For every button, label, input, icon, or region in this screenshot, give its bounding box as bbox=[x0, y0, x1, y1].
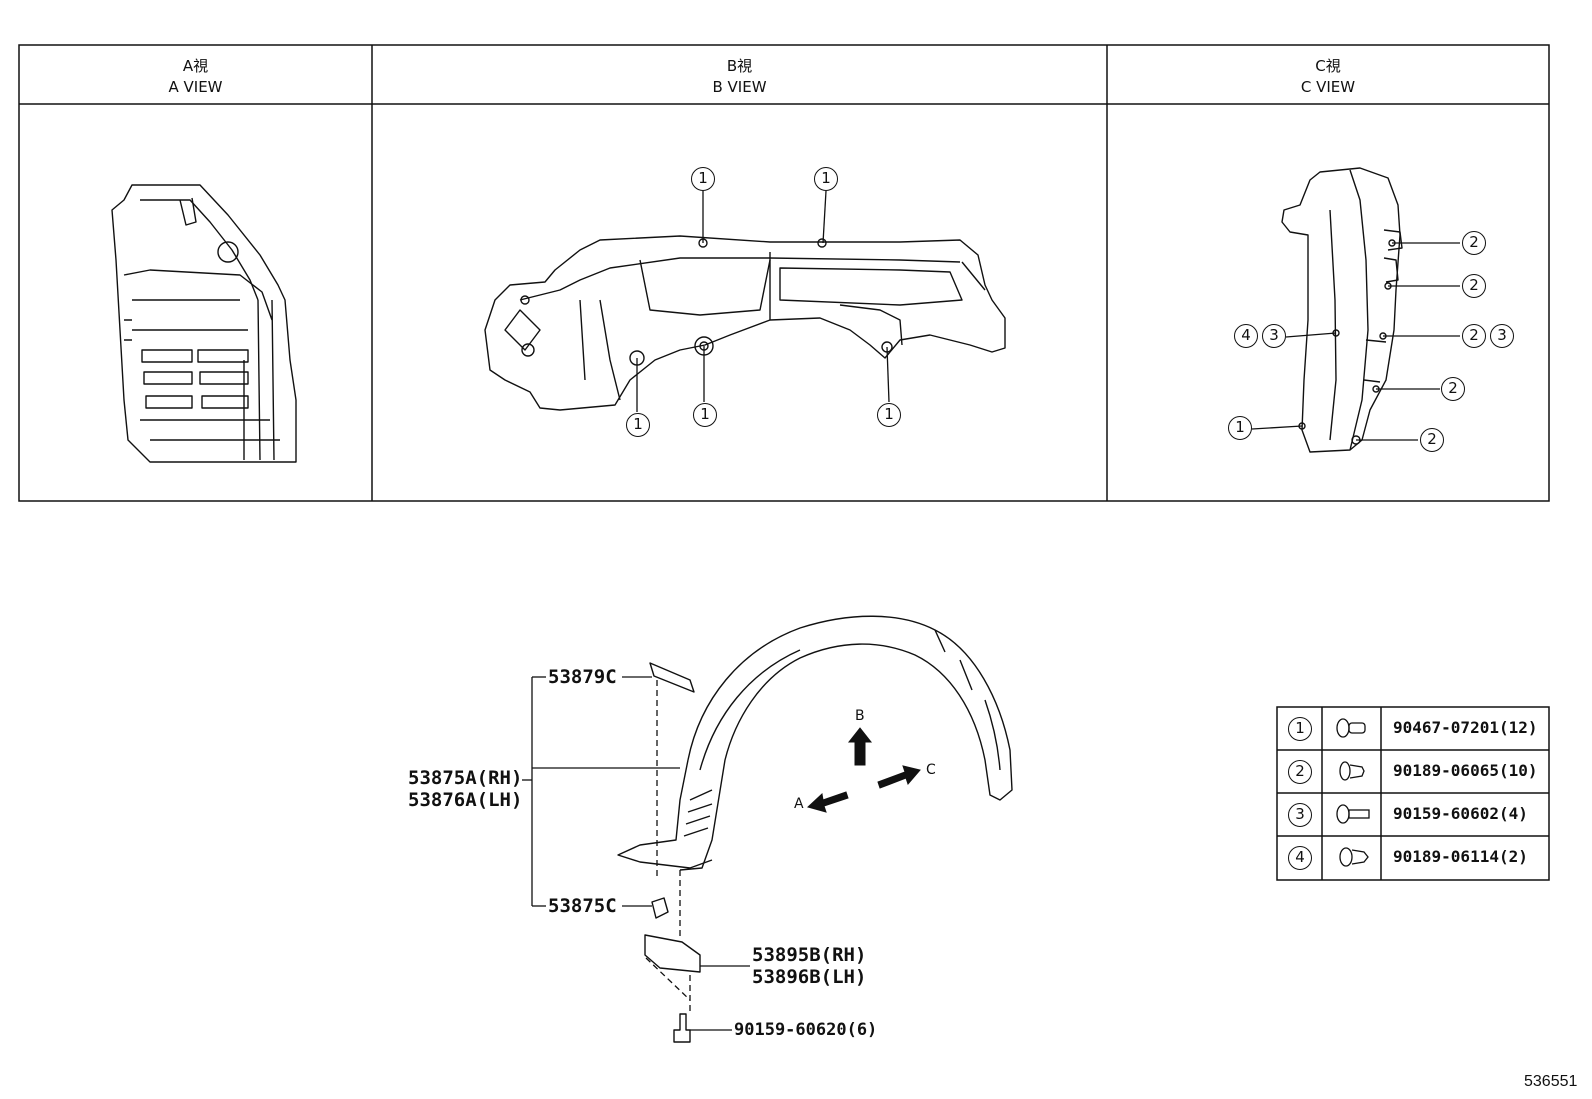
b-callout-top-left: 1 bbox=[691, 167, 715, 191]
legend-part-2: 90189-06065(10) bbox=[1393, 761, 1538, 780]
arrow-label-a: A bbox=[794, 796, 804, 812]
clip-icon-2 bbox=[1339, 761, 1365, 781]
arrow-label-c: C bbox=[926, 762, 936, 778]
view-c-title: C視 C VIEW bbox=[1107, 56, 1549, 98]
part-label-53879C: 53879C bbox=[548, 666, 617, 688]
c-callout-4: 4 bbox=[1234, 324, 1258, 348]
c-callout-2b: 2 bbox=[1462, 274, 1486, 298]
view-b-title-en: B VIEW bbox=[712, 78, 767, 96]
legend-num-3: 3 bbox=[1288, 803, 1312, 827]
part-label-53895B-rh: 53895B(RH) bbox=[752, 944, 867, 966]
legend-part-1: 90467-07201(12) bbox=[1393, 718, 1538, 737]
part-label-53896B-lh: 53896B(LH) bbox=[752, 966, 867, 988]
view-a-title-jp: A視 bbox=[182, 57, 209, 75]
c-callout-2a: 2 bbox=[1462, 231, 1486, 255]
screw-icon-3 bbox=[1336, 804, 1370, 824]
legend-num-4: 4 bbox=[1288, 846, 1312, 870]
c-callout-1: 1 bbox=[1228, 416, 1252, 440]
legend-part-4: 90189-06114(2) bbox=[1393, 847, 1528, 866]
part-label-90159-60620: 90159-60620(6) bbox=[734, 1020, 878, 1040]
view-a-title: A視 A VIEW bbox=[19, 56, 372, 98]
c-callout-3b: 3 bbox=[1262, 324, 1286, 348]
part-label-53875C: 53875C bbox=[548, 895, 617, 917]
c-callout-2d: 2 bbox=[1441, 377, 1465, 401]
legend-num-2: 2 bbox=[1288, 760, 1312, 784]
legend-part-3: 90159-60602(4) bbox=[1393, 804, 1528, 823]
clip-icon-1 bbox=[1336, 718, 1366, 738]
c-callout-2c: 2 bbox=[1462, 324, 1486, 348]
c-callout-2e: 2 bbox=[1420, 428, 1444, 452]
part-label-53875A-rh: 53875A(RH) bbox=[408, 767, 523, 789]
b-callout-bottom-left: 1 bbox=[626, 413, 650, 437]
view-c-title-en: C VIEW bbox=[1300, 78, 1356, 96]
arrow-label-b: B bbox=[855, 708, 865, 724]
view-c-title-jp: C視 bbox=[1315, 57, 1341, 75]
b-callout-bottom-right: 1 bbox=[877, 403, 901, 427]
c-callout-3a: 3 bbox=[1490, 324, 1514, 348]
view-a-title-en: A VIEW bbox=[168, 78, 223, 96]
legend-num-1: 1 bbox=[1288, 717, 1312, 741]
b-callout-top-right: 1 bbox=[814, 167, 838, 191]
b-callout-bottom-mid: 1 bbox=[693, 403, 717, 427]
view-b-title: B視 B VIEW bbox=[372, 56, 1107, 98]
view-b-title-jp: B視 bbox=[726, 57, 753, 75]
clip-icon-4 bbox=[1339, 847, 1369, 867]
part-label-53876A-lh: 53876A(LH) bbox=[408, 789, 523, 811]
diagram-ref-code: 536551 bbox=[1524, 1073, 1578, 1090]
